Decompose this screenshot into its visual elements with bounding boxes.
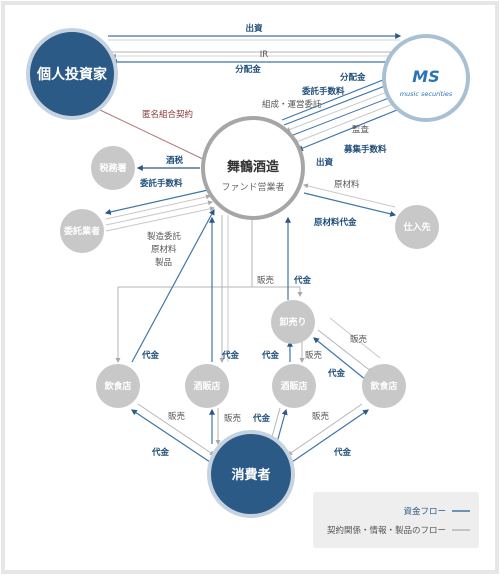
legend-money-flow: 資金フロー — [403, 506, 446, 517]
node-liquor-store-1[interactable]: 酒販店 — [185, 364, 229, 408]
flow-labels: 出資 IR 分配金 匿名組合契約 分配金 委託手数料 組成・運営委託 監査 出資… — [139, 23, 387, 458]
tax-office-label: 税務署 — [99, 162, 126, 174]
label-payment-top: 代金 — [293, 275, 312, 286]
node-individual-investor[interactable]: 個人投資家 — [26, 28, 118, 120]
node-liquor-store-2[interactable]: 酒販店 — [272, 364, 316, 408]
partnership-line — [99, 109, 206, 161]
label-payment-c2: 代金 — [252, 413, 271, 424]
node-consumer[interactable]: 消費者 — [207, 430, 295, 518]
wholesale-label: 卸売り — [279, 316, 306, 328]
label-sales-top: 販売 — [257, 275, 275, 286]
node-music-securities[interactable]: MS music securities — [382, 34, 470, 122]
label-fundraising-fee: 募集手数料 — [343, 144, 387, 155]
node-contractor[interactable]: 委託業者 — [60, 209, 104, 253]
label-payment-w1: 代金 — [261, 350, 280, 361]
label-payment-r1: 代金 — [141, 350, 160, 361]
label-payment-c1: 代金 — [151, 447, 170, 458]
node-restaurant-2[interactable]: 飲食店 — [362, 364, 406, 408]
label-sales-c1: 販売 — [168, 411, 186, 422]
label-payment-l1: 代金 — [221, 350, 240, 361]
node-tax-office[interactable]: 税務署 — [91, 146, 135, 190]
individual-investor-label: 個人投資家 — [36, 66, 108, 83]
node-wholesale[interactable]: 卸売り — [271, 300, 315, 344]
label-raw-material-contractor: 原材料 — [151, 244, 177, 255]
label-manufacturing-consign: 製造委託 — [147, 231, 182, 242]
music-securities-sub: music securities — [400, 90, 453, 98]
restaurant-1-label: 飲食店 — [103, 380, 131, 392]
legend-contract-flow: 契約関係・情報・製品のフロー — [327, 525, 446, 536]
label-sales-c2: 販売 — [224, 413, 242, 424]
music-securities-logo: MS — [412, 67, 439, 86]
liquor-store-2-label: 酒販店 — [280, 380, 307, 392]
supplier-flows — [303, 183, 397, 217]
label-commission-contractor: 委託手数料 — [139, 178, 183, 189]
distribution-flows — [115, 208, 381, 381]
label-anonymous-partnership: 匿名組合契約 — [142, 109, 193, 120]
label-investment: 出資 — [245, 23, 263, 34]
supplier-label: 仕入先 — [402, 221, 430, 233]
contractor-label: 委託業者 — [63, 225, 100, 237]
label-investment-ms: 出資 — [316, 157, 334, 168]
label-commission-ms: 委託手数料 — [301, 86, 345, 97]
label-organize-operate: 組成・運営委託 — [262, 99, 322, 110]
maizuru-title: 舞鶴酒造 — [226, 159, 280, 175]
ms-maizuru-flows — [281, 76, 403, 151]
consumer-label: 消費者 — [231, 467, 270, 483]
node-supplier[interactable]: 仕入先 — [395, 205, 439, 249]
node-restaurant-1[interactable]: 飲食店 — [96, 364, 140, 408]
maizuru-sub: ファンド営業者 — [221, 181, 284, 193]
label-dividend-ms: 分配金 — [340, 72, 366, 83]
node-maizuru[interactable]: 舞鶴酒造 ファンド営業者 — [201, 116, 305, 220]
label-audit: 監査 — [352, 124, 370, 135]
top-flows — [108, 33, 402, 65]
label-payment-w2: 代金 — [327, 368, 346, 379]
label-ir: IR — [260, 50, 269, 60]
label-liquor-tax: 酒税 — [166, 155, 184, 166]
label-raw-material-cost: 原材料代金 — [314, 217, 357, 228]
label-sales-w2: 販売 — [350, 334, 368, 345]
label-raw-material-supplier: 原材料 — [334, 179, 360, 190]
label-payment-c3: 代金 — [333, 447, 352, 458]
label-sales-w1: 販売 — [305, 350, 323, 361]
legend: 資金フロー 契約関係・情報・製品のフロー — [313, 492, 479, 548]
label-products: 製品 — [155, 257, 172, 268]
label-sales-c3: 販売 — [312, 411, 330, 422]
liquor-store-1-label: 酒販店 — [193, 380, 220, 392]
contractor-flows — [104, 189, 215, 232]
restaurant-2-label: 飲食店 — [369, 380, 397, 392]
label-dividend-top: 分配金 — [235, 64, 261, 75]
